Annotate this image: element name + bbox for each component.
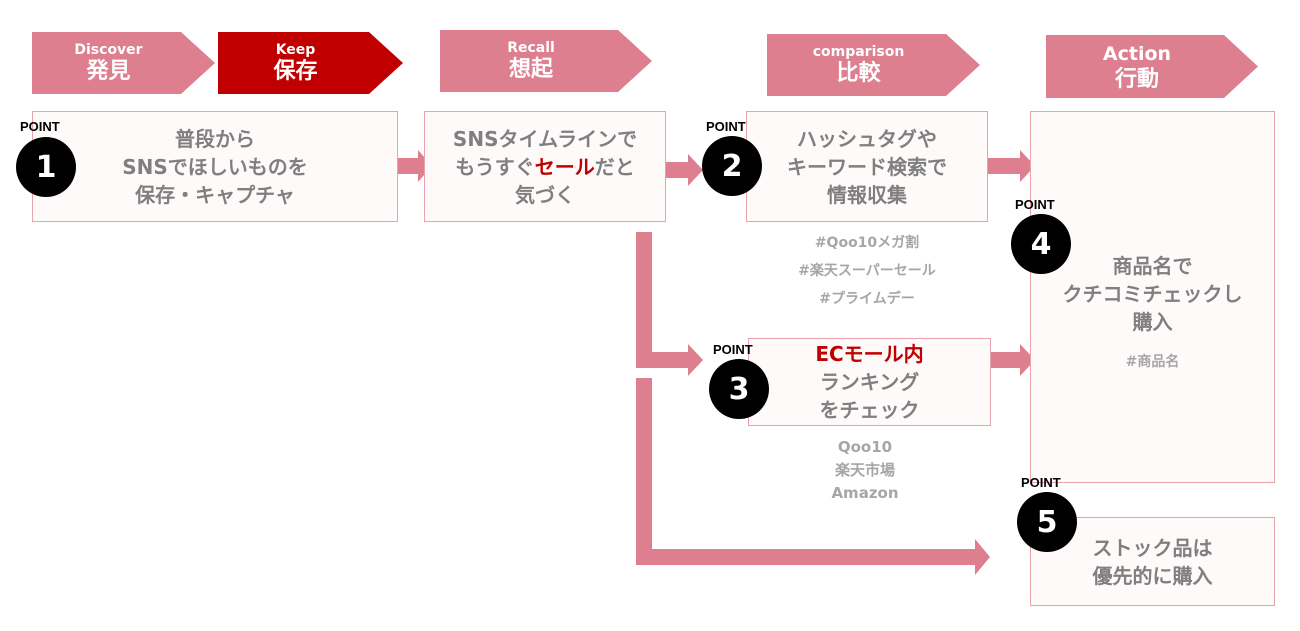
stage-jp: 比較 [836,61,881,86]
point-badge-1: 1 [16,137,76,197]
point-badge-2: 2 [702,136,762,196]
point-badge-5: 5 [1017,492,1077,552]
point-label: POINT [713,342,753,357]
box-line: 優先的に購入 [1092,563,1213,588]
point-label: POINT [1021,475,1061,490]
box-line: 普段から [175,126,255,151]
arrow-recall-to-compare [665,154,703,186]
stage-jp: 保存 [273,59,318,84]
box-line: 気づく [515,182,575,207]
sale-highlight: セール [534,154,595,179]
box-line: SNSでほしいものを [122,154,308,179]
mall-name: Amazon [831,484,899,502]
stage-action: Action 行動 [1046,35,1258,98]
box-action: 商品名で クチコミチェックし 購入 #商品名 [1030,111,1275,483]
box-ec: ECモール内 ランキング をチェック [748,338,991,426]
stage-en: comparison [812,44,905,60]
compare-tags: #Qoo10メガ割 #楽天スーパーセール #プライムデー [746,229,988,313]
mall-name: 楽天市場 [834,461,895,479]
box-line: 購入 [1132,310,1173,334]
mall-name: Qoo10 [837,438,893,456]
box-line: ランキング [819,370,920,394]
stage-jp: 想起 [508,57,553,82]
text: もうすぐ [455,154,535,179]
arrow-recall-to-stock [636,378,990,575]
box-line: 情報収集 [827,182,907,207]
point-badge-4: 4 [1011,214,1071,274]
hashtag: #プライムデー [819,291,915,307]
box-line: SNSタイムラインで [452,126,638,151]
box-line: 商品名で [1112,254,1193,278]
arrow-recall-to-ec [636,232,703,376]
text: だと [594,154,635,179]
point-label: POINT [706,119,746,134]
box-line-red: ECモール内 [815,342,924,366]
stage-en: Recall [507,40,555,56]
box-line: ストック品は [1092,535,1213,560]
point-badge-3: 3 [709,359,769,419]
stage-keep: Keep 保存 [218,32,403,94]
box-keep: 普段から SNSでほしいものを 保存・キャプチャ [32,111,398,222]
box-line: 保存・キャプチャ [135,182,295,207]
box-line: キーワード検索で [787,154,947,179]
stage-jp: 発見 [86,59,131,84]
arrow-keep-to-recall [398,150,432,182]
stage-discover: Discover 発見 [32,32,215,94]
box-compare: ハッシュタグや キーワード検索で 情報収集 [746,111,988,222]
stage-en: Action [1102,42,1172,65]
hashtag: #Qoo10メガ割 [814,235,920,251]
point-label: POINT [1015,197,1055,212]
ec-tags: Qoo10 楽天市場 Amazon [760,436,970,505]
box-recall: SNSタイムラインで もうすぐセールだと 気づく [424,111,666,222]
box-line: もうすぐセールだと [455,153,634,181]
point-label: POINT [20,119,60,134]
stage-en: Keep [275,42,316,58]
arrow-compare-to-action [988,150,1035,182]
action-tag: #商品名 [1125,354,1180,370]
stage-en: Discover [74,42,143,58]
arrow-ec-to-action [991,344,1035,376]
box-line: をチェック [819,398,920,422]
box-line: ハッシュタグや [797,126,937,151]
hashtag: #楽天スーパーセール [798,263,936,279]
stage-comparison: comparison 比較 [767,34,980,96]
stage-jp: 行動 [1114,66,1159,92]
stage-recall: Recall 想起 [440,30,652,92]
box-line: クチコミチェックし [1062,282,1243,306]
